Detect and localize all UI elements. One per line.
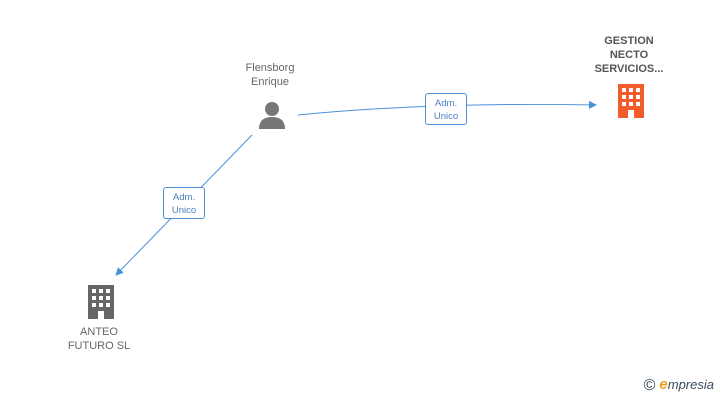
relation-role: Adm. (172, 192, 196, 203)
copyright-symbol: © (643, 377, 656, 394)
company-anteo-name[interactable]: ANTEO FUTURO SL (58, 325, 140, 353)
company-gestion-line3: SERVICIOS... (594, 63, 664, 75)
company-anteo-line2: FUTURO SL (67, 340, 131, 352)
empresia-logo: ©empresia (644, 376, 714, 395)
relation-label-anteo[interactable]: Adm. Unico (163, 187, 205, 219)
company-gestion-name[interactable]: GESTION NECTO SERVICIOS... (583, 34, 675, 76)
relation-label-gestion[interactable]: Adm. Unico (425, 93, 467, 125)
person-name-line2: Enrique (251, 76, 289, 88)
brand-initial: e (659, 376, 668, 393)
building-icon[interactable] (84, 285, 118, 319)
relation-role-detail: Unico (171, 205, 197, 216)
relation-role-detail: Unico (433, 111, 459, 122)
building-icon[interactable] (614, 84, 648, 118)
person-name-line1: Flensborg (245, 62, 295, 74)
person-icon[interactable] (257, 100, 287, 130)
person-name[interactable]: Flensborg Enrique (230, 61, 310, 89)
brand-name: mpresia (667, 377, 714, 392)
company-gestion-line2: NECTO (609, 49, 649, 61)
company-anteo-line1: ANTEO (80, 326, 118, 338)
relation-role: Adm. (434, 98, 458, 109)
company-gestion-line1: GESTION (604, 35, 654, 47)
